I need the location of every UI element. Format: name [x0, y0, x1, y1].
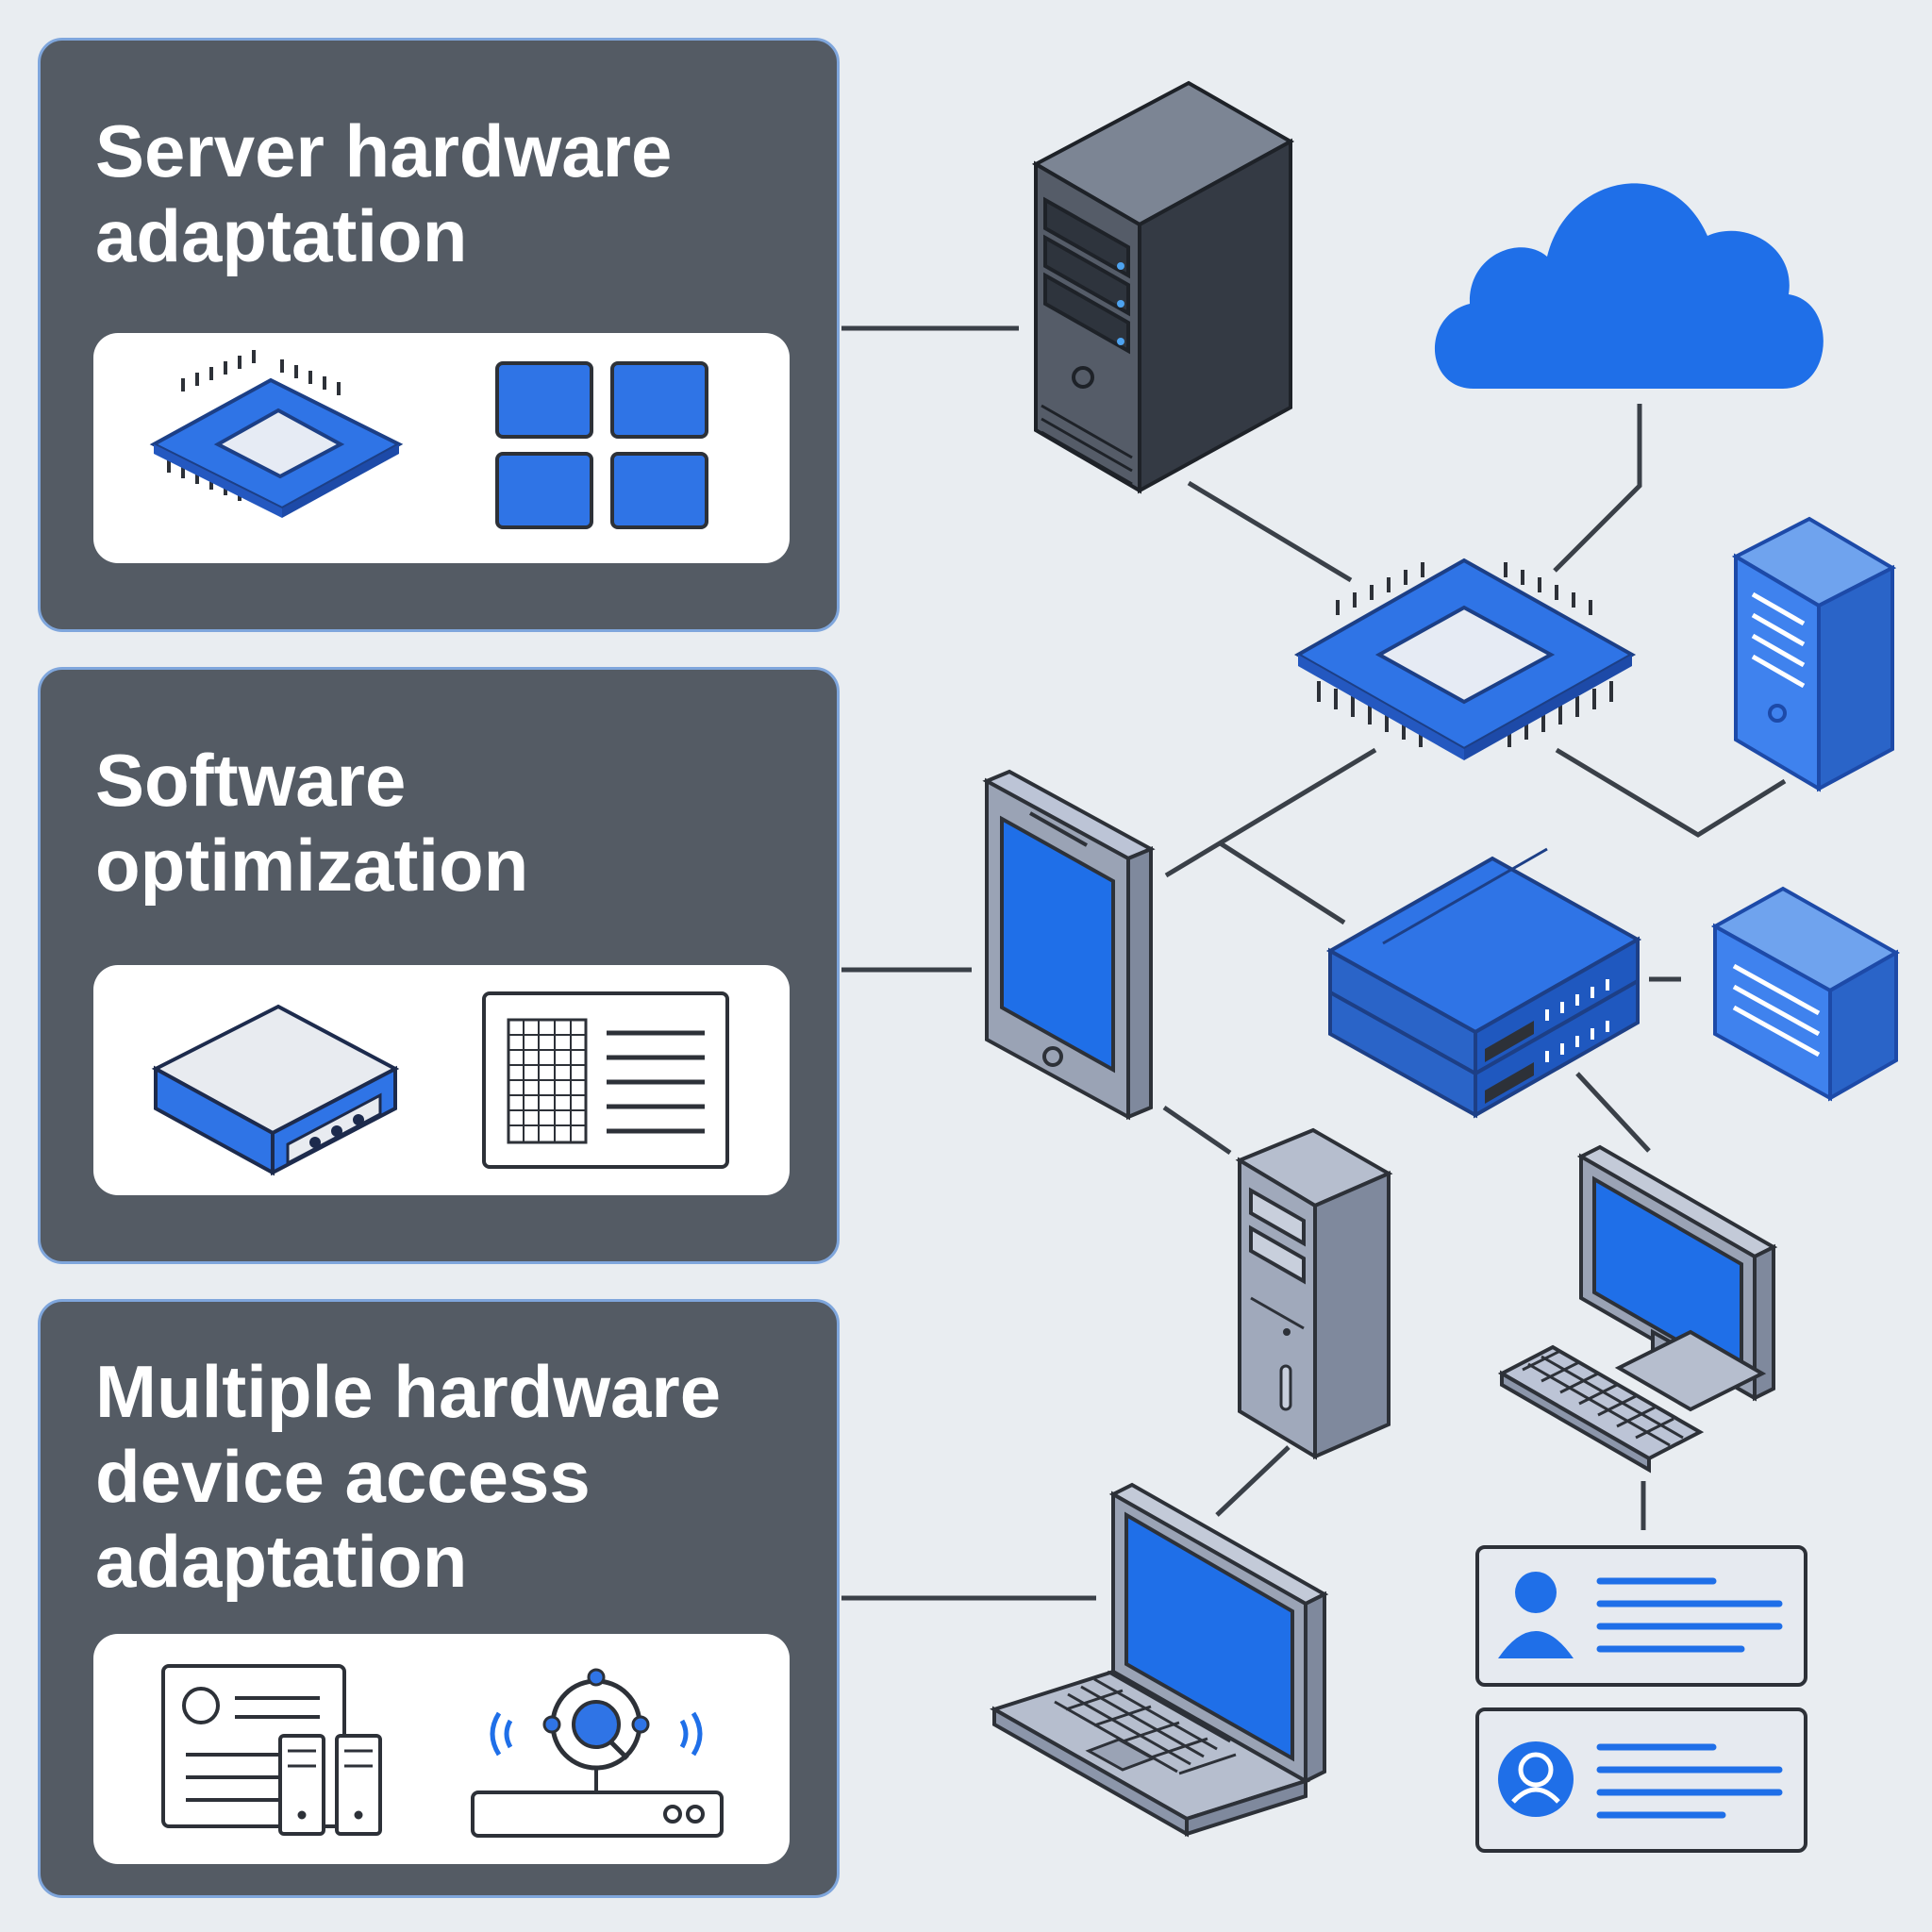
panel-software-optimization: Software optimization — [38, 667, 840, 1264]
user-profile-card-icon — [1475, 1707, 1807, 1853]
grid-blocks-icon — [495, 361, 708, 529]
panel-icon-card — [93, 1634, 790, 1864]
connector-lines — [841, 325, 1787, 1601]
app-window-icon — [482, 991, 729, 1169]
wireless-sensor-icon — [471, 1668, 724, 1838]
pc-tower-icon — [1235, 1127, 1393, 1460]
panel-multiple-hardware-device-access-adaptation: Multiple hardware device access adaptati… — [38, 1299, 840, 1898]
keyboard-icon — [1497, 1344, 1705, 1474]
panel-server-hardware-adaptation: Server hardware adaptation — [38, 38, 840, 632]
user-card-icon — [1475, 1545, 1807, 1687]
cpu-hub-icon — [1293, 558, 1637, 760]
tablet-icon — [982, 769, 1156, 1121]
panel-title: Software optimization — [95, 739, 529, 907]
network-box-icon — [151, 1004, 400, 1176]
blue-tower-icon — [1731, 516, 1897, 792]
storage-box-icon — [1710, 886, 1901, 1102]
cpu-chip-icon — [149, 350, 404, 518]
panel-icon-card — [93, 965, 790, 1195]
server-tower-icon — [1031, 80, 1295, 494]
devices-list-icon — [161, 1664, 382, 1836]
laptop-icon — [990, 1482, 1329, 1838]
panel-title: Multiple hardware device access adaptati… — [95, 1350, 722, 1603]
desktop-monitor-icon — [1576, 1144, 1778, 1412]
switch-stack-icon — [1325, 847, 1642, 1119]
panel-title: Server hardware adaptation — [95, 109, 673, 277]
cloud-icon — [1434, 183, 1824, 389]
panel-icon-card — [93, 333, 790, 563]
